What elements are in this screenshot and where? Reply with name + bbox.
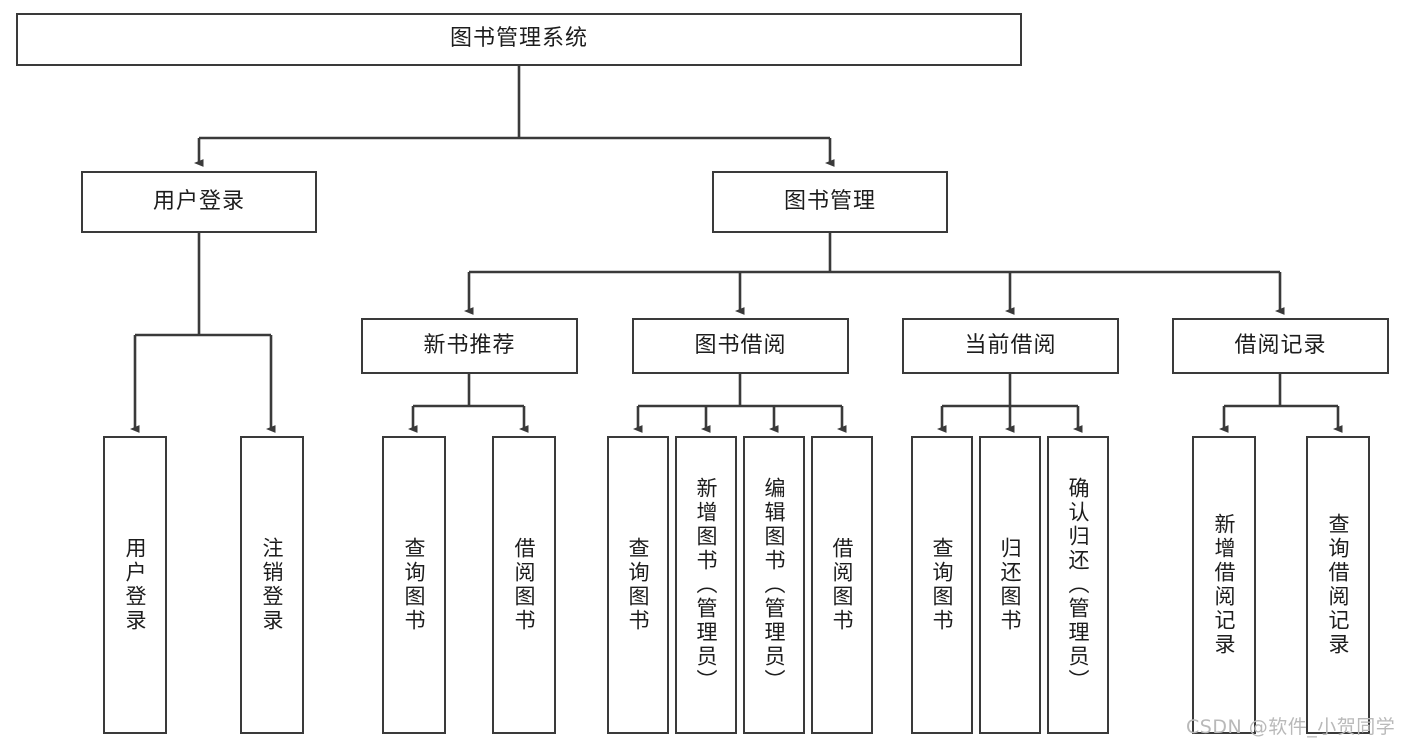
leaf-query-book-1-label: 查询图书 (402, 537, 427, 633)
node-book-borrow-label: 图书借阅 (694, 332, 787, 358)
node-current-borrow[interactable]: 当前借阅 (902, 318, 1119, 374)
leaf-add-book-label: 新增图书（管理员） (694, 477, 719, 693)
node-root-label: 图书管理系统 (449, 26, 588, 52)
leaf-borrow-book-2-label: 借阅图书 (830, 537, 855, 633)
node-book-borrow[interactable]: 图书借阅 (632, 318, 849, 374)
node-book-manage[interactable]: 图书管理 (712, 171, 948, 233)
leaf-query-book-1[interactable]: 查询图书 (382, 436, 446, 734)
leaf-return-book[interactable]: 归还图书 (979, 436, 1041, 734)
leaf-return-book-label: 归还图书 (998, 537, 1023, 633)
leaf-user-login-label: 用户登录 (123, 537, 148, 633)
leaf-user-logout-label: 注销登录 (260, 537, 285, 633)
node-new-book-rec-label: 新书推荐 (423, 332, 516, 358)
leaf-user-logout[interactable]: 注销登录 (240, 436, 304, 734)
leaf-add-record[interactable]: 新增借阅记录 (1192, 436, 1256, 734)
leaf-edit-book-label: 编辑图书（管理员） (762, 477, 787, 693)
leaf-query-book-2[interactable]: 查询图书 (607, 436, 669, 734)
node-new-book-rec[interactable]: 新书推荐 (361, 318, 578, 374)
node-user-login[interactable]: 用户登录 (81, 171, 317, 233)
leaf-edit-book[interactable]: 编辑图书（管理员） (743, 436, 805, 734)
node-root[interactable]: 图书管理系统 (16, 13, 1022, 66)
leaf-query-record[interactable]: 查询借阅记录 (1306, 436, 1370, 734)
leaf-confirm-return-label: 确认归还（管理员） (1066, 477, 1091, 693)
leaf-borrow-book-2[interactable]: 借阅图书 (811, 436, 873, 734)
node-user-login-label: 用户登录 (152, 188, 245, 214)
leaf-add-record-label: 新增借阅记录 (1212, 513, 1237, 657)
leaf-query-record-label: 查询借阅记录 (1326, 513, 1351, 657)
leaf-add-book[interactable]: 新增图书（管理员） (675, 436, 737, 734)
node-current-borrow-label: 当前借阅 (964, 332, 1057, 358)
leaf-borrow-book-1[interactable]: 借阅图书 (492, 436, 556, 734)
leaf-user-login[interactable]: 用户登录 (103, 436, 167, 734)
csdn-watermark: CSDN @软件_小贺同学 (1186, 716, 1396, 738)
node-book-manage-label: 图书管理 (783, 188, 876, 214)
leaf-query-book-3-label: 查询图书 (930, 537, 955, 633)
leaf-confirm-return[interactable]: 确认归还（管理员） (1047, 436, 1109, 734)
node-borrow-record[interactable]: 借阅记录 (1172, 318, 1389, 374)
leaf-query-book-3[interactable]: 查询图书 (911, 436, 973, 734)
node-borrow-record-label: 借阅记录 (1234, 332, 1327, 358)
leaf-borrow-book-1-label: 借阅图书 (512, 537, 537, 633)
leaf-query-book-2-label: 查询图书 (626, 537, 651, 633)
